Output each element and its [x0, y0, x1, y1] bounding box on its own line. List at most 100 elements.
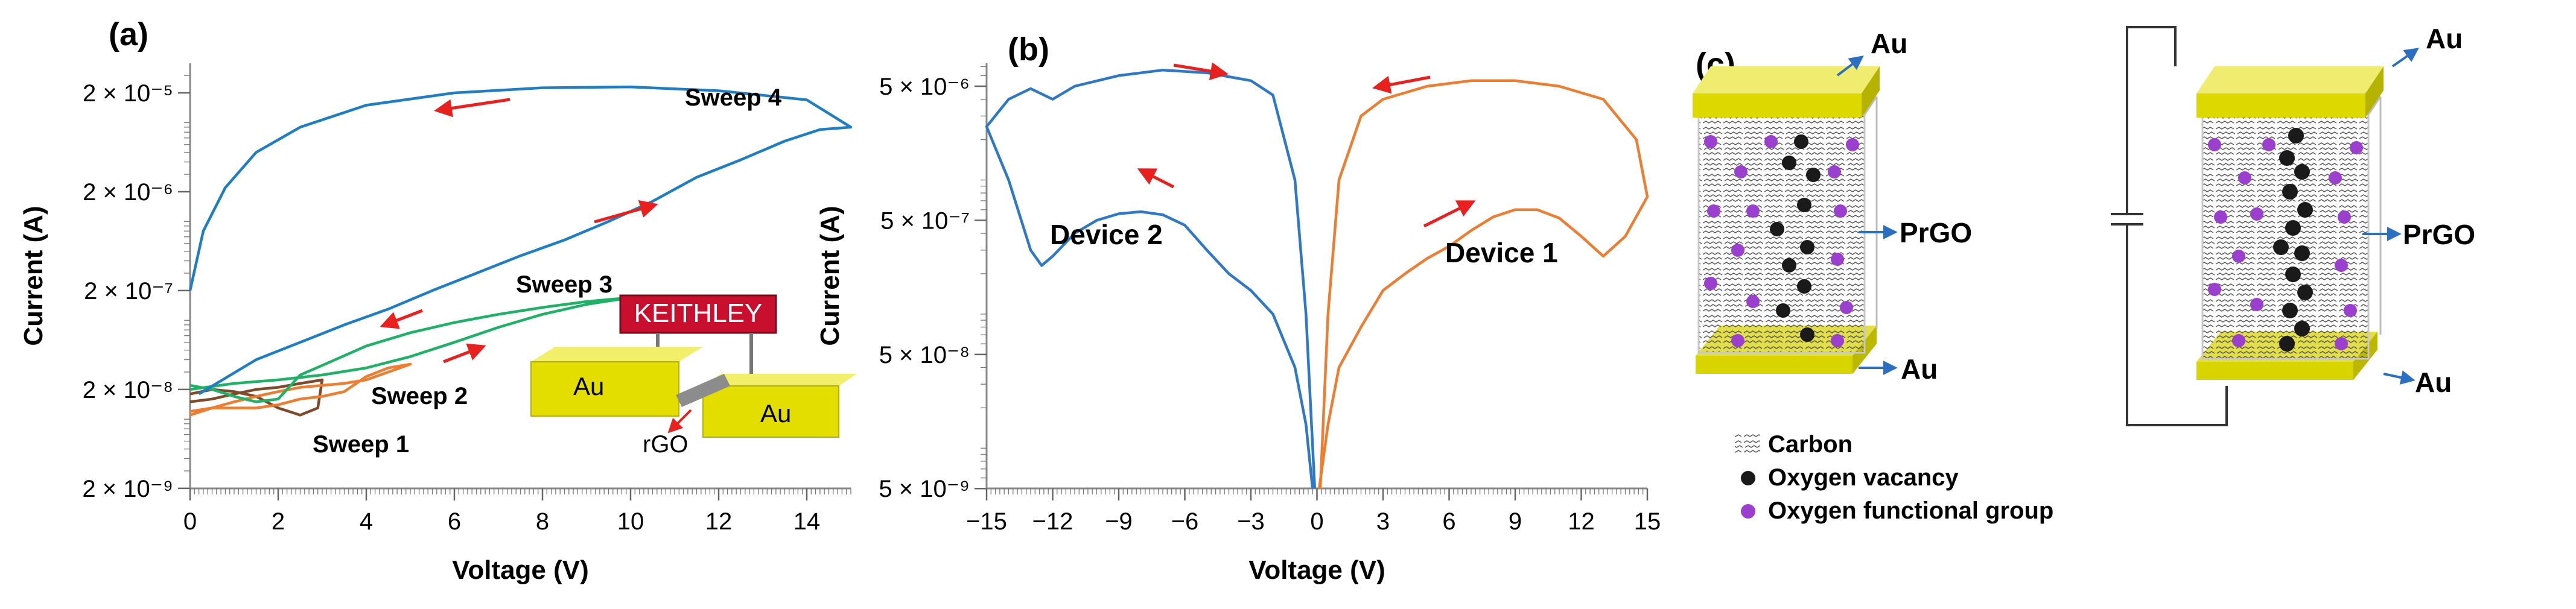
- top-electrode-side: [1862, 66, 1880, 118]
- oxygen-functional-groups: [1704, 135, 1859, 347]
- oxygen-functional-group-dot: [1764, 135, 1778, 148]
- oxygen-functional-group-dot: [1831, 334, 1844, 347]
- x-tick-label: −9: [1105, 508, 1133, 535]
- panel-c-legend: Carbon Oxygen vacancy Oxygen functional …: [1735, 431, 2053, 524]
- oxygen-vacancy-dot: [1797, 198, 1811, 212]
- oxygen-vacancy-dot: [1797, 279, 1811, 294]
- oxygen-vacancy-dot: [1800, 327, 1814, 342]
- direction-arrow: [443, 343, 486, 364]
- oxygen-vacancy-dot: [2279, 336, 2295, 352]
- panel-b-label: (b): [1008, 31, 1049, 68]
- stack-edge: [1863, 96, 1878, 115]
- electrode-left-label: Au: [573, 372, 604, 400]
- direction-arrow: [1372, 75, 1431, 94]
- au-bottom-right-label: Au: [2415, 367, 2452, 398]
- prgo-left-label: PrGO: [1900, 217, 1972, 248]
- oxygen-vacancy-dot: [2282, 303, 2298, 318]
- sweep-2-annotation: Sweep 2: [371, 383, 468, 409]
- oxygen-functional-group-dot: [2338, 210, 2351, 224]
- oxygen-functional-group-dot: [1746, 295, 1760, 308]
- oxygen-functional-group-dot: [1704, 277, 1717, 290]
- oxygen-functional-group-dot: [1840, 301, 1853, 314]
- oxygen-functional-groups: [2208, 138, 2363, 350]
- direction-arrow: [1137, 168, 1175, 189]
- prgo-right-label: PrGO: [2403, 219, 2475, 250]
- keithley-label: KEITHLEY: [634, 298, 763, 328]
- oxygen-functional-group-dot: [2208, 283, 2221, 296]
- oxygen-functional-legend-swatch: [1741, 504, 1755, 519]
- rgo-film: [676, 374, 730, 407]
- y-tick-label: 5 × 10⁻⁷: [880, 207, 970, 234]
- sweep-4-annotation: Sweep 4: [685, 84, 782, 111]
- measurement-setup-inset: KEITHLEY Au Au rGO: [530, 294, 857, 458]
- stack-edge: [2367, 96, 2382, 115]
- x-tick-label: −15: [966, 508, 1007, 535]
- y-tick-label: 2 × 10⁻⁹: [82, 476, 173, 502]
- y-tick-label: 5 × 10⁻⁸: [879, 342, 970, 368]
- panel-a-x-axis-title: Voltage (V): [452, 555, 589, 585]
- panel-b-series: [985, 68, 1649, 489]
- x-tick-label: 4: [360, 508, 373, 535]
- callout-arrow-top-right: [2391, 48, 2419, 68]
- oxygen-vacancy-dot: [1782, 156, 1796, 170]
- electrode-right-label: Au: [760, 399, 791, 428]
- direction-arrow: [380, 309, 423, 329]
- panel-c: (c): [1693, 23, 2475, 524]
- callout-arrow-top-left: [1836, 55, 1864, 77]
- sweep-3-annotation: Sweep 3: [516, 271, 612, 298]
- oxygen-vacancy-dot: [2288, 128, 2304, 144]
- keithley-badge: [619, 294, 777, 334]
- oxygen-vacancy-dot: [1794, 134, 1808, 149]
- device-schematic-pristine: Au PrGO Au: [1693, 28, 1972, 385]
- oxygen-functional-group-dot: [1831, 253, 1844, 266]
- callout-arrow-bottom-right: [2383, 370, 2415, 385]
- oxygen-vacancy-dot: [1776, 303, 1790, 318]
- oxygen-functional-group-dot: [2344, 304, 2357, 317]
- direction-arrow: [1173, 62, 1229, 80]
- oxygen-functional-group-dot: [2250, 298, 2263, 311]
- top-electrode-top: [1693, 66, 1880, 93]
- y-tick-label: 5 × 10⁻⁹: [879, 476, 970, 502]
- oxygen-functional-group-dot: [2350, 141, 2363, 154]
- x-tick-label: 14: [793, 508, 821, 535]
- oxygen-functional-group-dot: [2335, 259, 2348, 272]
- x-tick-label: 3: [1376, 508, 1390, 535]
- x-tick-label: 9: [1509, 508, 1522, 535]
- oxygen-vacancy-dot: [2294, 164, 2310, 180]
- oxygen-functional-group-dot: [2232, 334, 2245, 347]
- au-pad-left-front: [530, 361, 679, 417]
- panel-a-y-axis-title: Current (A): [19, 206, 48, 346]
- x-tick-label: 0: [1310, 508, 1323, 535]
- direction-arrow: [594, 200, 658, 224]
- x-tick-label: 8: [536, 508, 549, 535]
- series-line-device1: [1317, 79, 1649, 489]
- carbon-legend-label: Carbon: [1768, 431, 1852, 458]
- oxygen-functional-group-dot: [1707, 204, 1720, 218]
- panel-a-series: [188, 85, 853, 417]
- x-tick-label: 6: [448, 508, 461, 535]
- oxygen-vacancy-dot: [2285, 220, 2301, 236]
- circuit-wire: [2126, 26, 2177, 214]
- x-tick-label: 2: [272, 508, 285, 535]
- oxygen-functional-group-dot: [2262, 138, 2275, 151]
- oxygen-functional-group-dot: [1731, 334, 1744, 347]
- sweep-1-annotation: Sweep 1: [313, 431, 409, 458]
- au-top-left-label: Au: [1871, 28, 1907, 59]
- oxygen-functional-group-dot: [2214, 210, 2227, 224]
- bottom-electrode-front: [1696, 356, 1852, 374]
- series-line-sweep4: [188, 85, 853, 396]
- x-tick-label: 12: [1568, 508, 1595, 535]
- top-electrode-top: [2196, 66, 2384, 93]
- oxygen-functional-group-dot: [2238, 171, 2251, 185]
- y-tick-label: 2 × 10⁻⁵: [83, 80, 173, 107]
- oxygen-vacancy-dot: [1806, 168, 1821, 182]
- oxygen-functional-group-dot: [1746, 204, 1760, 218]
- x-tick-label: −3: [1237, 508, 1265, 535]
- series-line-device2: [985, 68, 1317, 489]
- oxygen-vacancy-dot: [2294, 321, 2310, 336]
- series-line-sweep3: [189, 296, 632, 403]
- panel-a-label: (a): [109, 16, 148, 52]
- rgo-pointer-arrow: [667, 409, 692, 434]
